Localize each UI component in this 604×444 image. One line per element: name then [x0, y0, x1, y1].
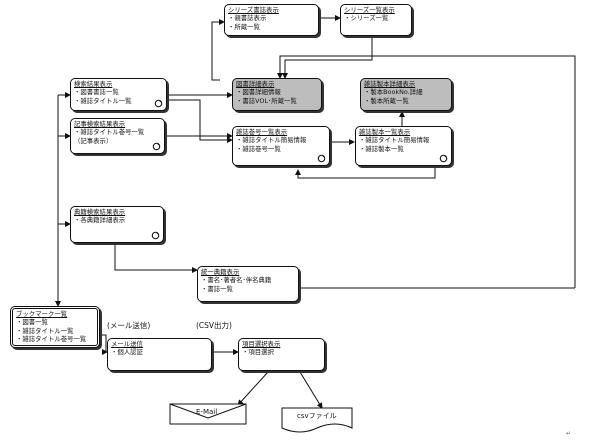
binding-list-box[interactable]: 雑誌製本一覧表示 ・雑誌タイトル簡易情報 ・雑誌製本一覧 [355, 126, 452, 166]
bookmarks-line-1: ・図書一覧 [16, 318, 48, 327]
csv-file-shape-label: csvファイル [297, 412, 337, 420]
classics-unified-box[interactable]: 統一典籍表示 ・書名･著者名･伴名典籍 ・書誌一覧 [197, 266, 299, 302]
arrow-item-select-to-csv [299, 371, 323, 409]
issue-list-title: 雑誌巻号一覧表示 [236, 128, 288, 136]
classics-unified-line-1: ・書名･著者名･伴名典籍 [201, 276, 272, 285]
search-results-line-2: ・雑誌タイトル一覧 [74, 96, 132, 105]
bookmarks-box[interactable]: ブックマーク一覧 ・図書一覧 ・雑誌タイトル一覧 ・雑誌タイトル巻号一覧 [10, 306, 100, 348]
arrow-item-select-to-email [237, 371, 269, 406]
email-shape-label: E-Mail [196, 408, 218, 416]
classics-unified-title: 統一典籍表示 [201, 268, 240, 276]
article-results-title: 記事検索結果表示 [74, 120, 126, 128]
loop-icon [154, 99, 163, 108]
series-detail-line-1: ・親書誌表示 [228, 14, 267, 23]
csv-file-shape [281, 407, 353, 433]
loop-icon [439, 154, 448, 163]
series-detail-box[interactable]: シリーズ書誌表示 ・親書誌表示 ・所蔵一覧 [224, 4, 319, 36]
series-list-box[interactable]: シリーズ一覧表示 ・シリーズ一覧 [340, 4, 412, 36]
item-select-line-1: ・項目選択 [242, 348, 274, 357]
mail-send-title: メール送信 [111, 340, 143, 348]
issue-list-box[interactable]: 雑誌巻号一覧表示 ・雑誌タイトル簡易情報 ・雑誌巻号一覧 [232, 126, 330, 166]
arrow-classics-to-unified [114, 243, 198, 273]
book-detail-line-2: ・書誌VOL･所蔵一覧 [236, 96, 297, 105]
article-results-line-1: ・雑誌タイトル巻号一覧 [74, 128, 145, 137]
binding-detail-title: 雑誌製本詳細表示 [364, 80, 416, 88]
email-shape [169, 403, 247, 425]
item-select-title: 項目選択表示 [242, 340, 281, 348]
arrow-right-loop-to-book-detail [277, 55, 576, 288]
binding-list-line-1: ・雑誌タイトル簡易情報 [359, 136, 430, 145]
bookmarks-title: ブックマーク一覧 [16, 310, 68, 318]
binding-list-title: 雑誌製本一覧表示 [359, 128, 411, 136]
arrow-binding-list-to-issue-list [295, 166, 436, 179]
article-results-box[interactable]: 記事検索結果表示 ・雑誌タイトル巻号一覧 （記事表示） [70, 118, 165, 154]
classics-results-line-1: ・各典籍詳細表示 [74, 216, 126, 225]
book-detail-title: 図書詳細表示 [236, 80, 275, 88]
article-results-line-2: （記事表示） [74, 136, 113, 145]
loop-icon [317, 154, 326, 163]
arrow-bookmarks-to-mail [100, 334, 108, 355]
series-detail-line-2: ・所蔵一覧 [228, 22, 260, 31]
binding-list-line-2: ・雑誌製本一覧 [359, 144, 404, 153]
mail-send-line-1: ・個人認証 [111, 348, 143, 357]
binding-detail-line-1: ・製本BookNo.詳細 [364, 88, 423, 97]
issue-list-line-2: ・雑誌巻号一覧 [236, 144, 281, 153]
series-list-title: シリーズ一覧表示 [344, 6, 395, 14]
series-list-line-1: ・シリーズ一覧 [344, 14, 389, 23]
binding-detail-line-2: ・製本所蔵一覧 [364, 96, 409, 105]
binding-detail-box[interactable]: 雑誌製本詳細表示 ・製本BookNo.詳細 ・製本所蔵一覧 [360, 78, 452, 111]
mail-output-label: (メール送信) [107, 321, 151, 330]
classics-results-title: 典籍検索結果表示 [74, 208, 126, 216]
item-select-box[interactable]: 項目選択表示 ・項目選択 [238, 338, 325, 371]
mail-send-box[interactable]: メール送信 ・個人認証 [107, 338, 212, 371]
arrow-book-detail-to-series-detail [211, 19, 225, 81]
search-results-line-1: ・図書書誌一覧 [74, 88, 119, 97]
book-detail-box[interactable]: 図書詳細表示 ・図書詳細情報 ・書誌VOL･所蔵一覧 [232, 78, 322, 111]
arrow-series-list-to-book-detail [282, 38, 373, 79]
classics-results-box[interactable]: 典籍検索結果表示 ・各典籍詳細表示 [70, 206, 164, 243]
classics-unified-line-2: ・書誌一覧 [201, 284, 233, 293]
csv-output-label: (CSV出力) [196, 321, 232, 330]
series-detail-title: シリーズ書誌表示 [228, 6, 279, 14]
loop-icon [151, 231, 160, 240]
search-results-box[interactable]: 検索結果表示 ・図書書誌一覧 ・雑誌タイトル一覧 [70, 78, 167, 111]
bookmarks-line-2: ・雑誌タイトル一覧 [16, 326, 74, 335]
loop-icon [152, 142, 161, 151]
issue-list-line-1: ・雑誌タイトル簡易情報 [236, 136, 307, 145]
book-detail-line-1: ・図書詳細情報 [236, 88, 281, 97]
bookmarks-line-3: ・雑誌タイトル巻号一覧 [16, 334, 87, 343]
arrow-search-to-issue-list [167, 99, 233, 143]
return-mark: ↵ [566, 430, 572, 437]
search-results-title: 検索結果表示 [74, 80, 113, 88]
